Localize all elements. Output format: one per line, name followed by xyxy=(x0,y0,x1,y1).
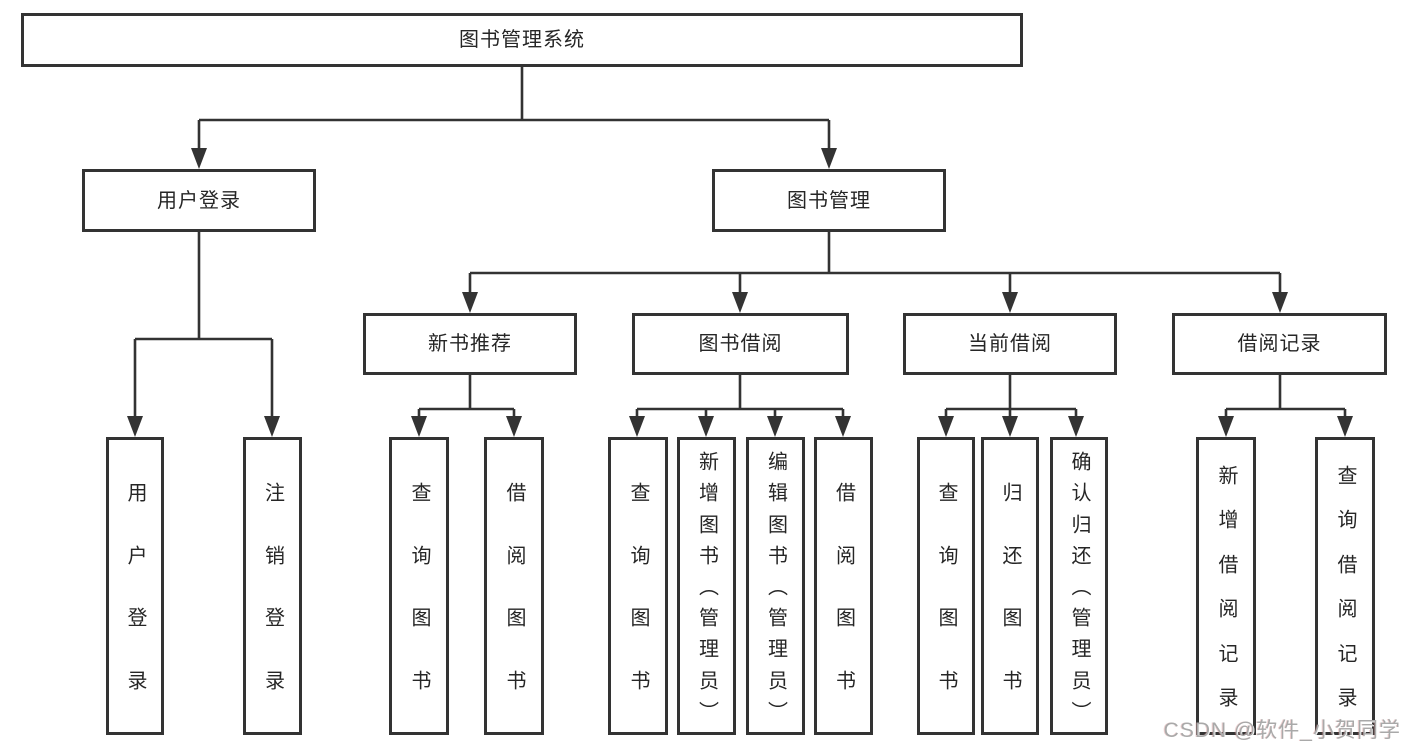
node-label: 确认归还（管理员） xyxy=(1068,451,1090,721)
node-label: 借阅图书 xyxy=(832,482,855,690)
node-label: 新增图书（管理员） xyxy=(695,451,718,721)
node-book-borrowing: 图书借阅 xyxy=(632,313,849,375)
node-label: 新增借阅记录 xyxy=(1215,464,1237,708)
leaf-nb-borrow-books: 借阅图书 xyxy=(484,437,544,735)
node-book-management: 图书管理 xyxy=(712,169,946,232)
node-label: 图书借阅 xyxy=(698,333,783,355)
arrowhead-icons xyxy=(127,148,1353,437)
node-label: 用户登录 xyxy=(124,482,146,690)
leaf-cb-return-books: 归还图书 xyxy=(981,437,1039,735)
leaf-user-login: 用户登录 xyxy=(106,437,164,735)
node-borrowing-records: 借阅记录 xyxy=(1172,313,1387,375)
node-label: 查询借阅记录 xyxy=(1334,464,1356,708)
leaf-logout-login: 注销登录 xyxy=(243,437,302,735)
node-label: 图书管理系统 xyxy=(459,29,585,51)
node-label: 新书推荐 xyxy=(428,333,512,355)
leaf-bb-query-books: 查询图书 xyxy=(608,437,668,735)
connector-lines xyxy=(133,67,1347,419)
leaf-cb-query-books: 查询图书 xyxy=(917,437,975,735)
node-label: 用户登录 xyxy=(157,189,241,212)
node-user-login: 用户登录 xyxy=(82,169,316,232)
node-label: 查询图书 xyxy=(408,482,430,690)
node-library-management-system: 图书管理系统 xyxy=(21,13,1023,67)
node-current-borrowing: 当前借阅 xyxy=(903,313,1117,375)
node-label: 当前借阅 xyxy=(968,333,1052,355)
node-label: 查询图书 xyxy=(627,482,649,690)
leaf-br-query-borrow-record: 查询借阅记录 xyxy=(1315,437,1375,735)
leaf-nb-query-books: 查询图书 xyxy=(389,437,449,735)
leaf-bb-edit-books-admin: 编辑图书（管理员） xyxy=(746,437,805,735)
node-label: 归还图书 xyxy=(999,482,1021,690)
leaf-bb-add-books-admin: 新增图书（管理员） xyxy=(677,437,736,735)
leaf-cb-confirm-return-admin: 确认归还（管理员） xyxy=(1050,437,1108,735)
csdn-watermark: CSDN @软件_小贺同学 xyxy=(1163,719,1401,742)
node-new-book-recommendation: 新书推荐 xyxy=(363,313,577,375)
node-label: 图书管理 xyxy=(787,189,871,212)
node-label: 借阅记录 xyxy=(1237,333,1322,355)
node-label: 编辑图书（管理员） xyxy=(764,451,787,721)
node-label: 注销登录 xyxy=(261,482,284,690)
leaf-bb-borrow-books: 借阅图书 xyxy=(814,437,873,735)
node-label: 查询图书 xyxy=(935,482,957,690)
leaf-br-add-borrow-record: 新增借阅记录 xyxy=(1196,437,1256,735)
node-label: 借阅图书 xyxy=(503,482,525,690)
